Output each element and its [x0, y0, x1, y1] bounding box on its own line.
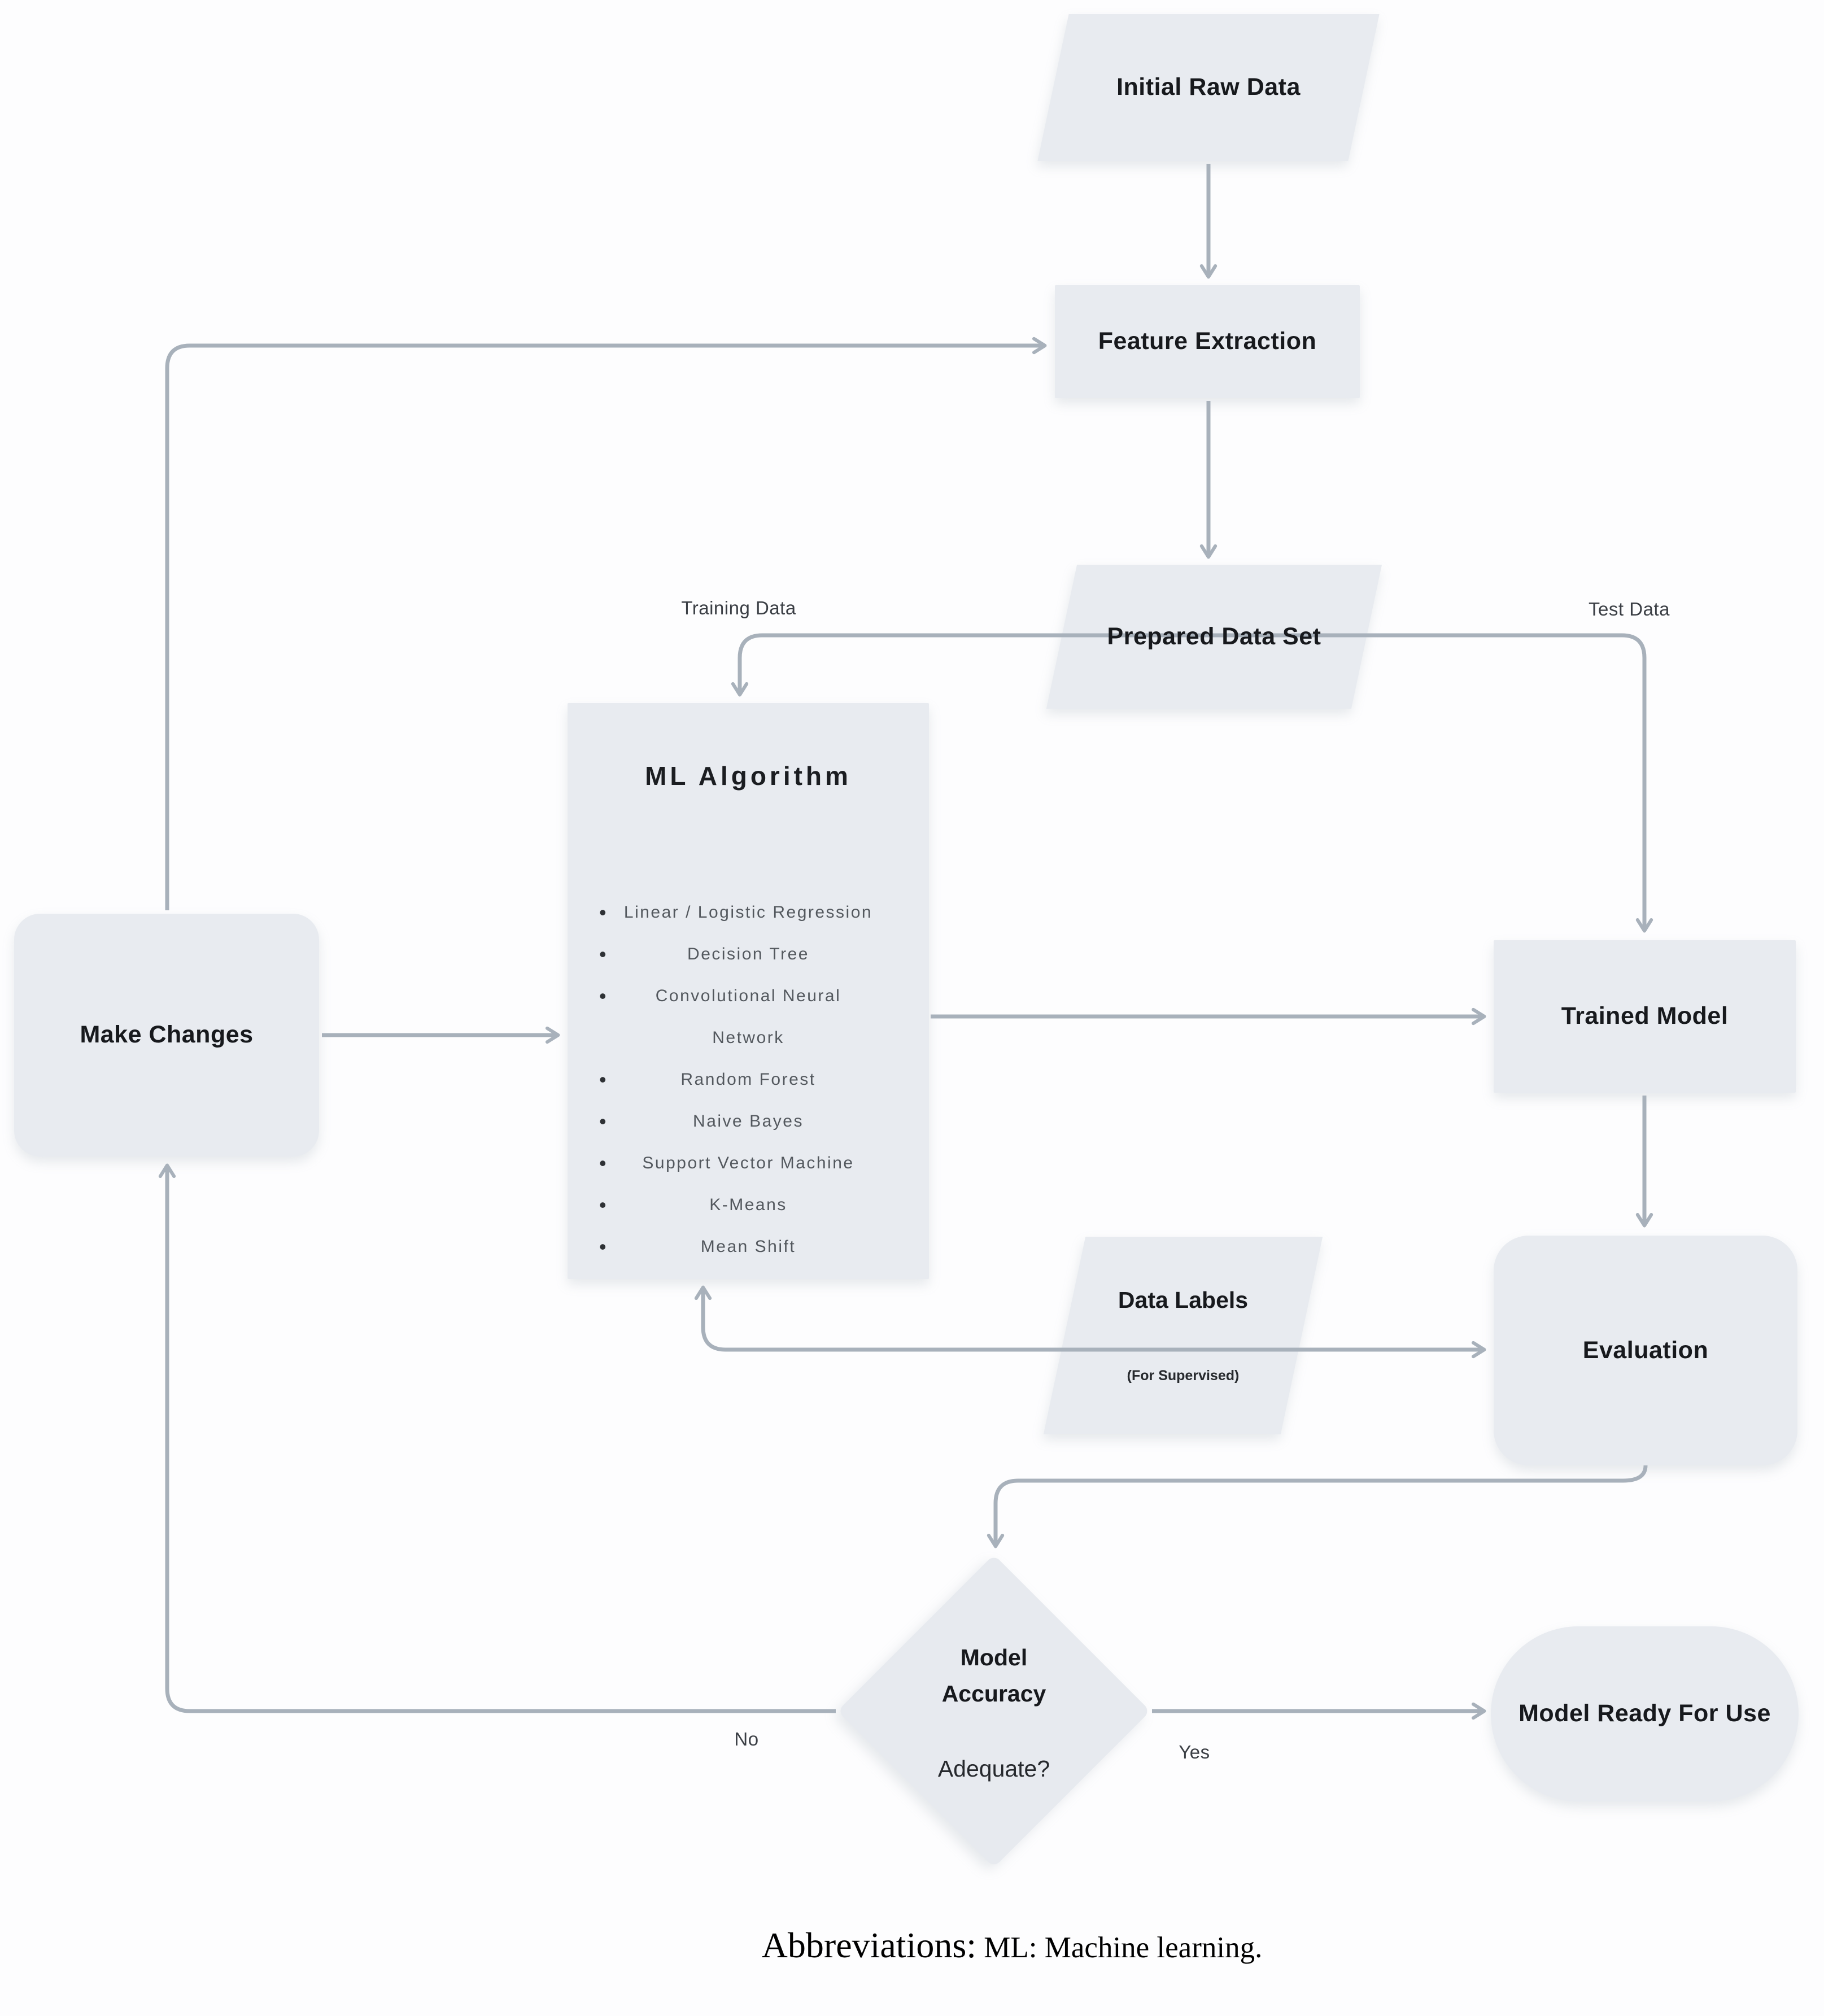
edge-label-no: No	[734, 1729, 759, 1749]
edge-label-test-data: Test Data	[1589, 599, 1670, 619]
make-changes-label: Make Changes	[80, 1021, 254, 1049]
feature-extraction-shape	[1055, 285, 1360, 398]
data-labels-sublabel: (For Supervised)	[1127, 1368, 1240, 1384]
node-model-accuracy-decision: Model Accuracy Adequate?	[883, 1600, 1105, 1822]
node-prepared-data-set: Prepared Data Set	[1046, 565, 1382, 709]
decision-line2: Accuracy	[941, 1680, 1046, 1707]
feature-extraction-label: Feature Extraction	[1098, 328, 1317, 355]
model-ready-shape	[1491, 1626, 1799, 1801]
list-item: Naive Bayes	[568, 1101, 929, 1142]
node-model-ready-for-use: Model Ready For Use	[1491, 1626, 1799, 1801]
list-item: K-Means	[568, 1184, 929, 1226]
initial-raw-data-label: Initial Raw Data	[1116, 73, 1301, 101]
node-initial-raw-data: Initial Raw Data	[1037, 14, 1380, 161]
list-item: Convolutional Neural Network	[568, 975, 929, 1059]
list-item: Random Forest	[568, 1059, 929, 1101]
figure-caption: Abbreviations: ML: Machine learning.	[762, 1925, 1263, 1966]
caption-text: ML: Machine learning.	[976, 1931, 1263, 1964]
list-item: Mean Shift	[568, 1226, 929, 1268]
prepared-data-set-label: Prepared Data Set	[1107, 622, 1321, 650]
data-labels-text: Data Labels (For Supervised)	[1118, 1287, 1248, 1384]
ml-algorithm-title: ML Algorithm	[645, 761, 852, 791]
node-feature-extraction: Feature Extraction	[1055, 285, 1360, 398]
make-changes-shape	[14, 914, 319, 1157]
node-ml-algorithm: ML Algorithm Linear / Logistic Regressio…	[568, 703, 929, 1279]
edge-evaluation-to-decision	[987, 1465, 1648, 1548]
caption-prefix: Abbreviations:	[761, 1925, 977, 1965]
node-data-labels: Data Labels (For Supervised)	[1043, 1237, 1323, 1434]
ml-algorithm-list: Linear / Logistic Regression Decision Tr…	[568, 892, 929, 1268]
edge-label-yes: Yes	[1179, 1742, 1210, 1762]
list-item: Decision Tree	[568, 933, 929, 975]
trained-model-shape	[1494, 940, 1796, 1093]
list-item: Linear / Logistic Regression	[568, 892, 929, 933]
node-trained-model: Trained Model	[1494, 940, 1796, 1093]
edge-label-training-data: Training Data	[681, 597, 796, 618]
node-evaluation: Evaluation	[1494, 1236, 1797, 1465]
model-ready-label: Model Ready For Use	[1518, 1700, 1771, 1727]
evaluation-shape	[1494, 1236, 1797, 1465]
data-labels-label: Data Labels	[1118, 1287, 1249, 1313]
decision-line1: Model	[960, 1644, 1028, 1670]
node-make-changes: Make Changes	[14, 914, 319, 1157]
evaluation-label: Evaluation	[1582, 1336, 1709, 1364]
list-item: Support Vector Machine	[568, 1142, 929, 1184]
decision-line3: Adequate?	[937, 1756, 1050, 1782]
trained-model-label: Trained Model	[1561, 1002, 1729, 1030]
